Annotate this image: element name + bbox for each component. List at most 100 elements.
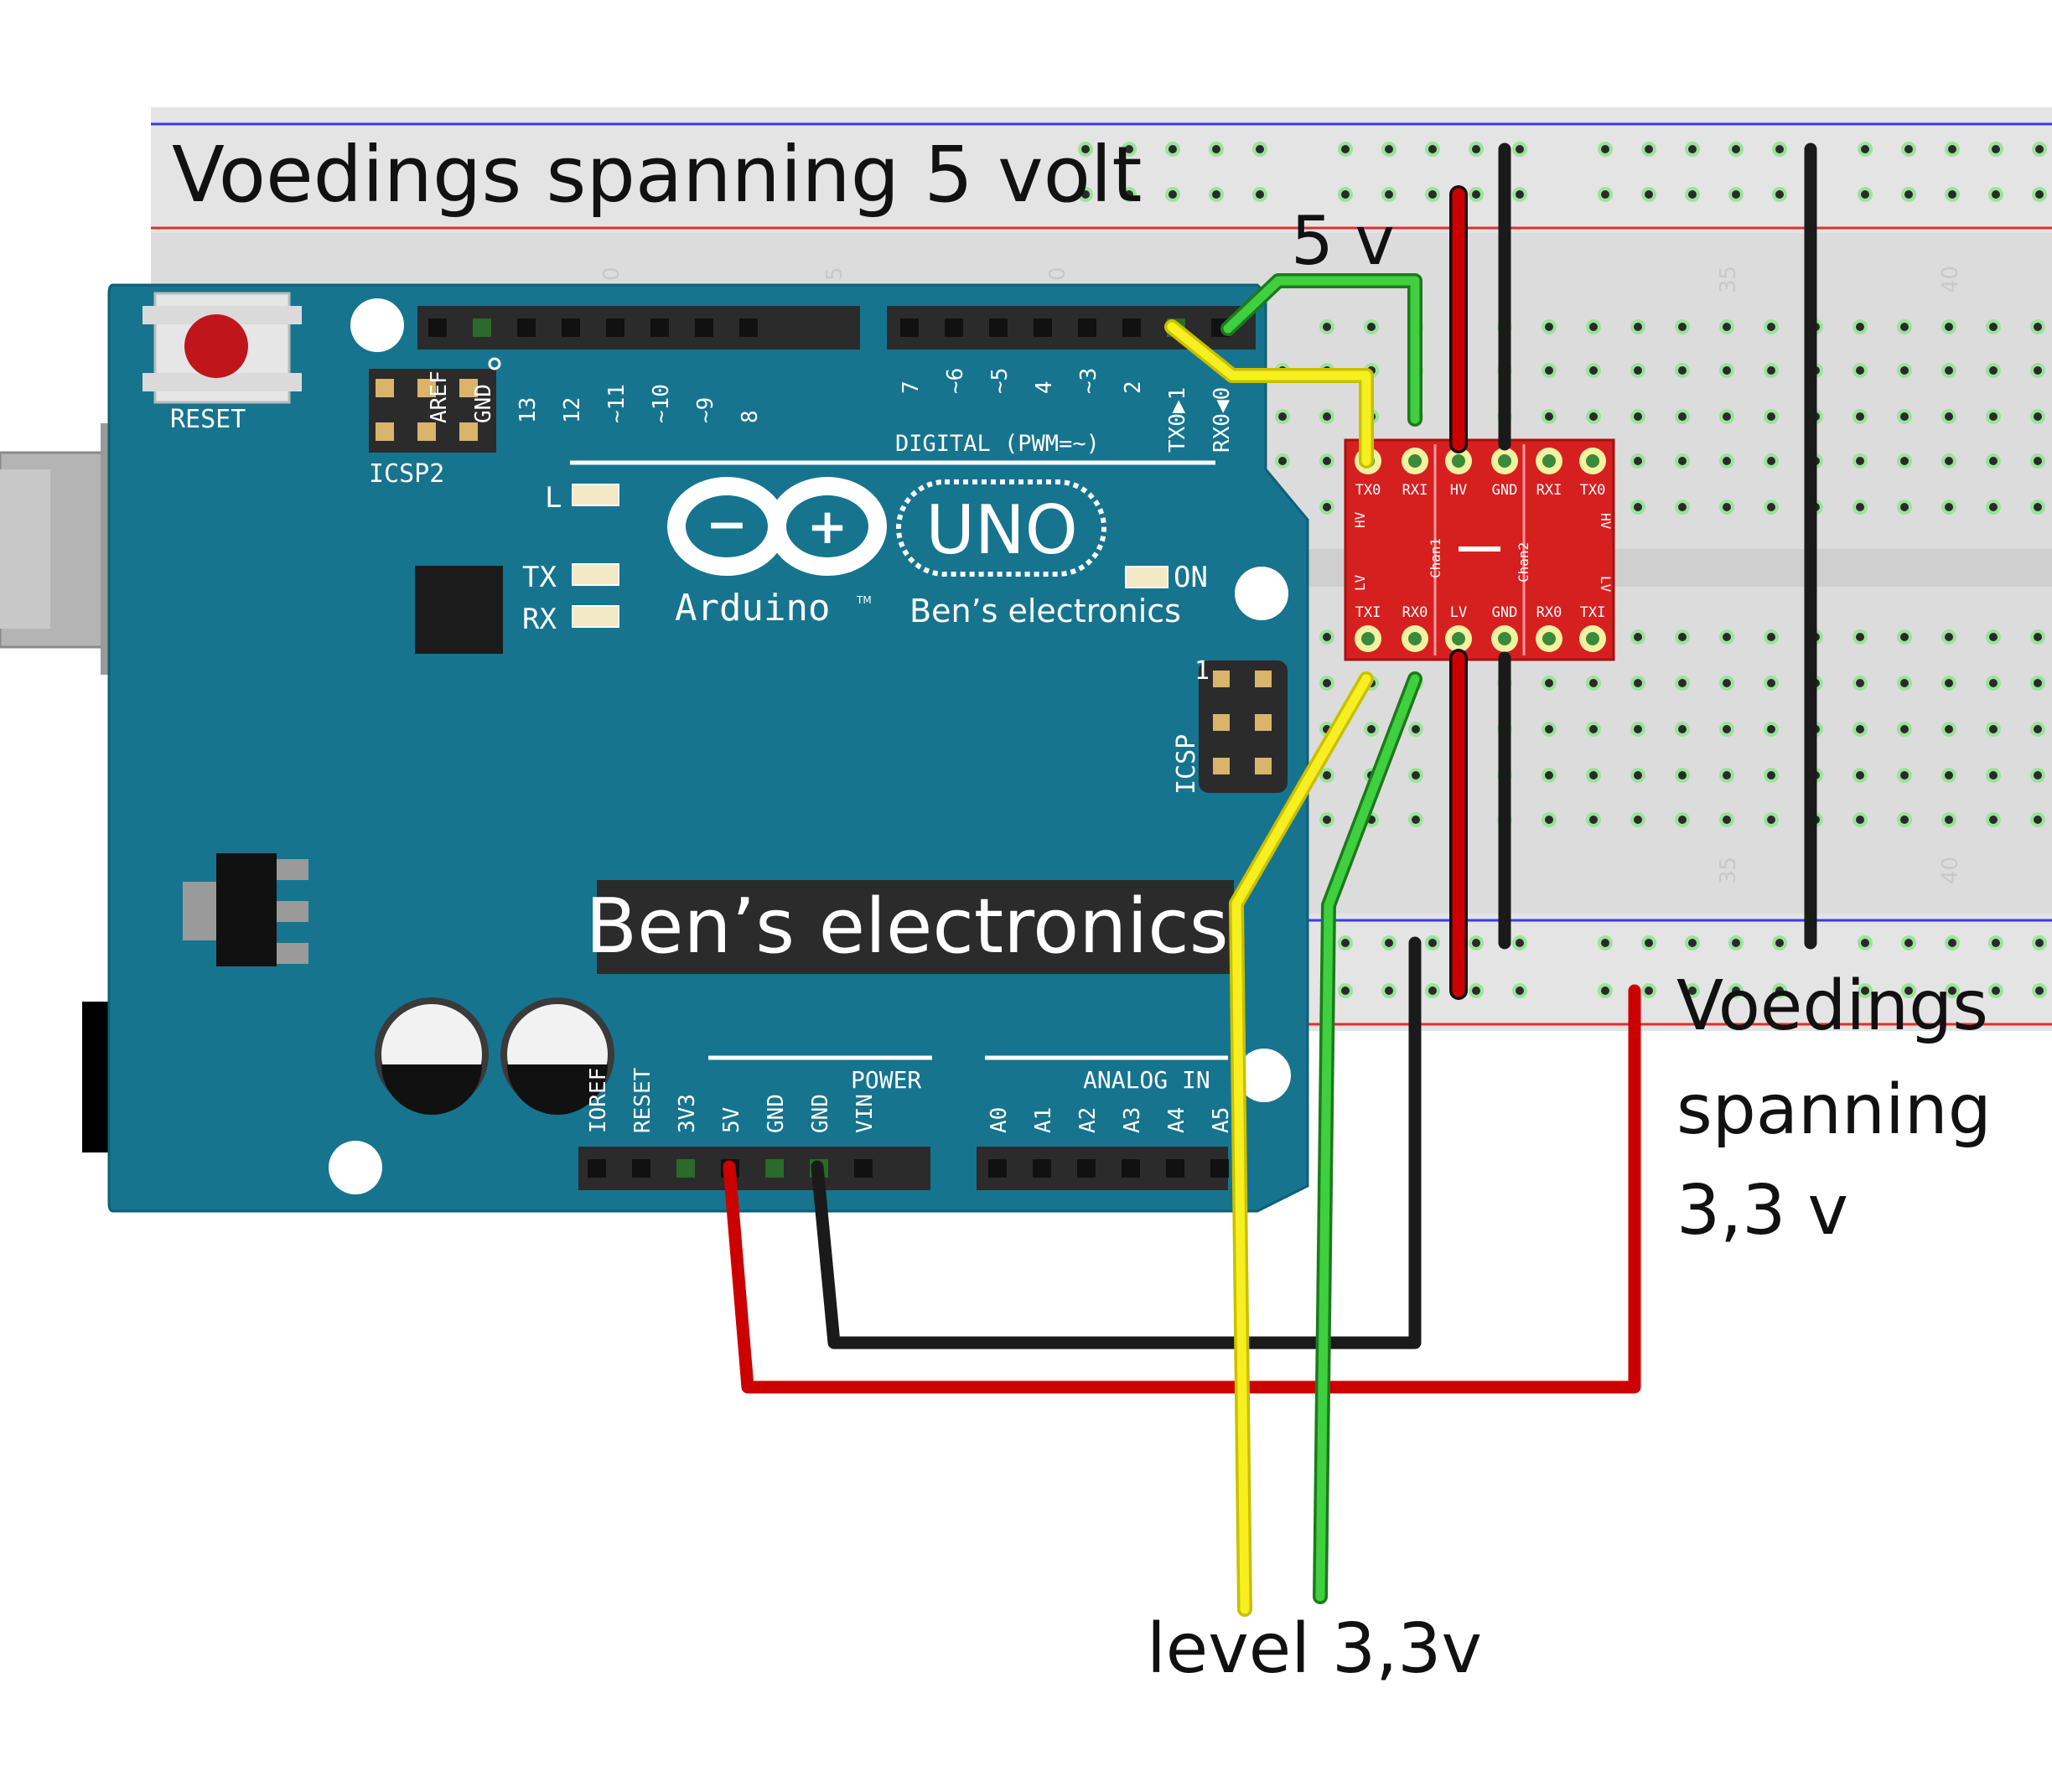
breadboard-hole-center xyxy=(1589,323,1598,331)
icsp-pin xyxy=(1213,714,1230,731)
breadboard-hole-center xyxy=(1634,771,1642,779)
breadboard-hole-center xyxy=(1601,145,1609,153)
ls-bottom-pin-label: RX0 xyxy=(1402,604,1428,621)
breadboard-hole-center xyxy=(1645,190,1653,199)
breadboard-hole-center xyxy=(1323,503,1331,511)
breadboard-hole-center xyxy=(1904,190,1913,199)
breadboard-hole-center xyxy=(1589,725,1598,733)
breadboard-hole-center xyxy=(1948,190,1956,199)
banner-label: Ben’s electronics xyxy=(585,883,1228,971)
ls-pin-hole xyxy=(1542,454,1556,468)
header-pin xyxy=(1077,1159,1096,1178)
breadboard-hole-center xyxy=(1212,145,1220,153)
breadboard-hole-center xyxy=(1385,190,1393,199)
breadboard-hole-center xyxy=(1948,939,1956,947)
breadboard-hole-center xyxy=(1992,190,2000,199)
breadboard-hole-center xyxy=(1948,987,1956,995)
breadboard-hole-center xyxy=(1634,366,1642,375)
breadboard-hole-center xyxy=(1861,987,1869,995)
breadboard-hole-center xyxy=(1645,987,1653,995)
reset-button[interactable] xyxy=(142,292,302,404)
brand-tm: TM xyxy=(856,594,872,606)
uno-outline xyxy=(896,479,1106,577)
voltage-regulator xyxy=(183,853,308,966)
breadboard-hole-center xyxy=(2034,457,2042,465)
breadboard-hole-center xyxy=(1678,457,1687,465)
wire-yellow-rx xyxy=(1167,322,1371,466)
ls-pin-hole xyxy=(1452,632,1465,645)
breadboard-hole-center xyxy=(1989,679,1998,687)
breadboard-hole-center xyxy=(1545,816,1553,824)
breadboard-hole-center xyxy=(1678,503,1687,511)
power-pin-label: RESET xyxy=(630,1067,656,1133)
reset-button-cap[interactable] xyxy=(184,314,248,378)
breadboard-hole-center xyxy=(1256,145,1264,153)
icsp2-pin xyxy=(376,379,394,397)
breadboard-hole-center xyxy=(1634,725,1642,733)
breadboard-hole-center xyxy=(1732,987,1740,995)
analog-pin-label: A1 xyxy=(1031,1107,1056,1133)
icsp-label: ICSP xyxy=(1172,734,1201,795)
label-5v: 5 v xyxy=(1291,202,1395,280)
digital-pin-label: ~3 xyxy=(1076,368,1101,394)
breadboard-hole-center xyxy=(1256,190,1264,199)
breadboard-hole-center xyxy=(1732,190,1740,199)
power-header-label: POWER xyxy=(851,1066,921,1094)
breadboard-hole-center xyxy=(1589,679,1598,687)
digital-pin-label: ~11 xyxy=(604,384,630,423)
header-pin xyxy=(765,1159,784,1178)
breadboard-hole-center xyxy=(1945,816,1953,824)
ls-pin-hole xyxy=(1586,632,1599,645)
digital-header-label: DIGITAL (PWM=~) xyxy=(895,431,1100,457)
breadboard-hole-center xyxy=(1767,412,1775,421)
breadboard-hole-center xyxy=(1323,679,1331,687)
ls-side-hv: HV xyxy=(1352,511,1368,528)
icsp2-pin xyxy=(459,379,478,397)
breadboard-hole-center xyxy=(1904,987,1913,995)
breadboard-hole-center xyxy=(1989,771,1998,779)
breadboard-hole-center xyxy=(1323,771,1331,779)
icsp2-label: ICSP2 xyxy=(369,459,444,489)
level-33-label: level 3,3v xyxy=(1147,1609,1482,1689)
breadboard-hole-center xyxy=(1723,725,1731,733)
header-pin xyxy=(676,1159,695,1178)
breadboard-hole-center xyxy=(1634,457,1642,465)
breadboard-hole-center xyxy=(1323,633,1331,641)
header-pin xyxy=(1034,319,1052,337)
led-on xyxy=(1125,566,1168,588)
header-pin xyxy=(473,319,491,337)
column-label: 5 xyxy=(822,267,847,281)
ls-bottom-pin-label: GND xyxy=(1492,604,1518,621)
header-pin xyxy=(1033,1159,1051,1178)
breadboard-hole-center xyxy=(2034,633,2042,641)
logo-plus: + xyxy=(807,498,848,555)
power-pin-label: IOREF xyxy=(586,1068,611,1133)
header-pin xyxy=(517,319,536,337)
breadboard-hole-center xyxy=(1589,816,1598,824)
power-pin-label: GND xyxy=(808,1094,833,1133)
ls-pin-hole xyxy=(1586,454,1599,468)
breadboard-hole-center xyxy=(1989,725,1998,733)
breadboard-hole-center xyxy=(1989,366,1998,375)
ls-top-pin-label: HV xyxy=(1450,482,1467,499)
breadboard-hole-center xyxy=(1341,190,1350,199)
digital-pin-label: ~6 xyxy=(943,368,968,394)
breadboard-hole-center xyxy=(1678,412,1687,421)
breadboard-hole-center xyxy=(1341,145,1350,153)
breadboard-hole-center xyxy=(1278,412,1287,421)
analog-header xyxy=(977,1147,1228,1190)
breadboard-hole-center xyxy=(1367,725,1376,733)
logo-subtext: Ben’s electronics xyxy=(909,593,1181,629)
breadboard-hole-center xyxy=(1861,190,1869,199)
breadboard-hole-center xyxy=(1212,190,1220,199)
ls-bottom-pin-label: RX0 xyxy=(1536,604,1562,621)
column-label: 0 xyxy=(1045,267,1070,281)
breadboard-hole-center xyxy=(1945,503,1953,511)
breadboard-hole-center xyxy=(1081,190,1090,199)
breadboard-hole-center xyxy=(1367,323,1376,331)
analog-pin-label: A3 xyxy=(1120,1107,1145,1133)
breadboard-hole-center xyxy=(1856,725,1864,733)
